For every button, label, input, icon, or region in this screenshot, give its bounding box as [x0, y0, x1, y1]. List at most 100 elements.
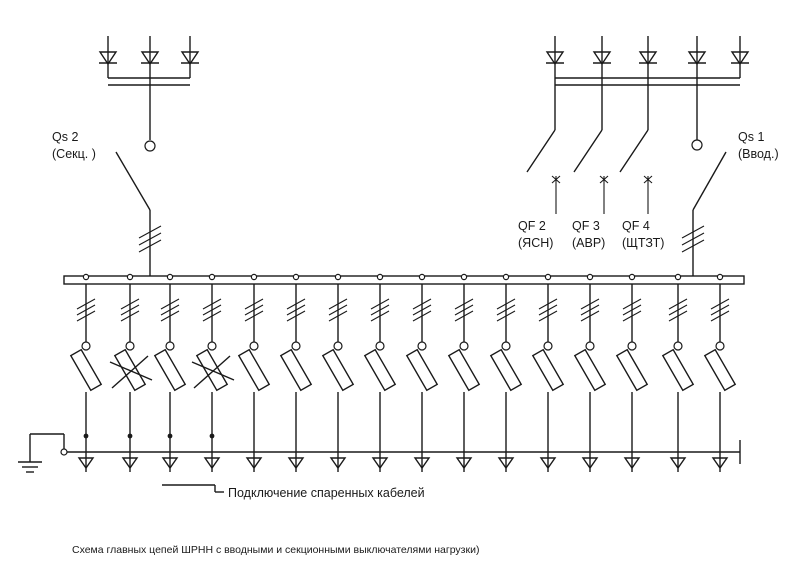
- switch-contact-ring: [543, 341, 553, 351]
- qs2-desc: (Секц. ): [52, 147, 96, 161]
- qf4-breaker: [619, 129, 653, 214]
- three-phase-hatch: [328, 310, 348, 322]
- switch-contact-ring: [417, 341, 427, 351]
- fuse-disconnector: [405, 348, 439, 392]
- cable-end-symbol: [497, 457, 515, 470]
- three-phase-hatch: [76, 298, 96, 310]
- qf4-name: QF 4: [622, 219, 650, 233]
- switch-contact-ring: [501, 341, 511, 351]
- fuse-disconnector: [447, 348, 481, 392]
- three-phase-hatch: [120, 304, 140, 316]
- bus-tap-point: [716, 273, 724, 281]
- three-phase-hatch: [622, 298, 642, 310]
- cable-end-symbol: [203, 457, 221, 470]
- three-phase-hatch: [286, 298, 306, 310]
- qs2-switch: [115, 151, 162, 276]
- fuse-disconnector: [321, 348, 355, 392]
- cable-end-symbol: [413, 457, 431, 470]
- three-phase-hatch: [622, 310, 642, 322]
- cable-end-symbol: [669, 457, 687, 470]
- bus-tap-point: [674, 273, 682, 281]
- fuse-disconnector: [279, 348, 313, 392]
- bus-tap-point: [250, 273, 258, 281]
- cable-end-symbol: [161, 457, 179, 470]
- three-phase-hatch: [454, 298, 474, 310]
- three-phase-hatch: [120, 310, 140, 322]
- bus-tap-point: [376, 273, 384, 281]
- fuse-disconnector: [69, 348, 103, 392]
- switch-contact-ring: [627, 341, 637, 351]
- sectional-feed-symbol: [98, 36, 200, 152]
- three-phase-hatch: [538, 304, 558, 316]
- three-phase-hatch: [496, 304, 516, 316]
- junction-dot: [83, 433, 89, 439]
- fuse-disconnector: [661, 348, 695, 392]
- bus-tap-point: [628, 273, 636, 281]
- qf3-desc: (АВР): [572, 236, 605, 250]
- qf2-name: QF 2: [518, 219, 546, 233]
- paired-cables-note: Подключение спаренных кабелей: [228, 486, 425, 500]
- three-phase-hatch: [202, 310, 222, 322]
- bus-tap-point: [126, 273, 134, 281]
- bus-tap-point: [502, 273, 510, 281]
- switch-contact-ring: [375, 341, 385, 351]
- three-phase-hatch: [538, 310, 558, 322]
- fuse-cross-mark: [111, 355, 149, 389]
- fuse-disconnector: [615, 348, 649, 392]
- qf3-name: QF 3: [572, 219, 600, 233]
- three-phase-hatch: [160, 298, 180, 310]
- fuse-disconnector: [703, 348, 737, 392]
- fuse-disconnector: [363, 348, 397, 392]
- switch-contact-ring: [585, 341, 595, 351]
- fuse-disconnector: [531, 348, 565, 392]
- three-phase-hatch: [160, 304, 180, 316]
- junction-dot: [167, 433, 173, 439]
- three-phase-hatch: [328, 298, 348, 310]
- cable-end-symbol: [371, 457, 389, 470]
- three-phase-hatch: [286, 310, 306, 322]
- three-phase-hatch: [710, 304, 730, 316]
- qf3-breaker: [573, 129, 609, 214]
- three-phase-hatch: [668, 310, 688, 322]
- cable-end-symbol: [455, 457, 473, 470]
- fuse-disconnector: [153, 348, 187, 392]
- three-phase-hatch: [244, 304, 264, 316]
- ground-symbol: [18, 433, 65, 473]
- three-phase-hatch: [580, 298, 600, 310]
- cable-end-symbol: [287, 457, 305, 470]
- junction-dot: [127, 433, 133, 439]
- fuse-disconnector: [573, 348, 607, 392]
- switch-contact-ring: [165, 341, 175, 351]
- three-phase-hatch: [370, 310, 390, 322]
- bus-tap-point: [460, 273, 468, 281]
- three-phase-hatch: [328, 304, 348, 316]
- three-phase-hatch: [76, 310, 96, 322]
- three-phase-hatch: [622, 304, 642, 316]
- qs1-name: Qs 1: [738, 130, 764, 144]
- main-busbar: [63, 275, 745, 285]
- three-phase-hatch: [412, 304, 432, 316]
- switch-contact-ring: [81, 341, 91, 351]
- bus-tap-point: [166, 273, 174, 281]
- three-phase-hatch: [710, 298, 730, 310]
- qs2-name: Qs 2: [52, 130, 78, 144]
- cable-end-symbol: [623, 457, 641, 470]
- diagram-caption: Схема главных цепей ШРНН с вводными и се…: [72, 544, 479, 556]
- three-phase-hatch: [538, 298, 558, 310]
- three-phase-hatch: [496, 310, 516, 322]
- cable-end-symbol: [245, 457, 263, 470]
- three-phase-hatch: [668, 304, 688, 316]
- bus-tap-point: [586, 273, 594, 281]
- three-phase-hatch: [580, 304, 600, 316]
- switch-contact-ring: [459, 341, 469, 351]
- switch-contact-ring: [249, 341, 259, 351]
- three-phase-hatch: [496, 298, 516, 310]
- cable-end-symbol: [121, 457, 139, 470]
- cable-end-symbol: [329, 457, 347, 470]
- bus-tap-point: [82, 273, 90, 281]
- three-phase-hatch: [370, 304, 390, 316]
- paired-cables-bracket: [162, 484, 224, 493]
- fuse-disconnector: [237, 348, 271, 392]
- incoming-feed-symbol: [545, 36, 750, 151]
